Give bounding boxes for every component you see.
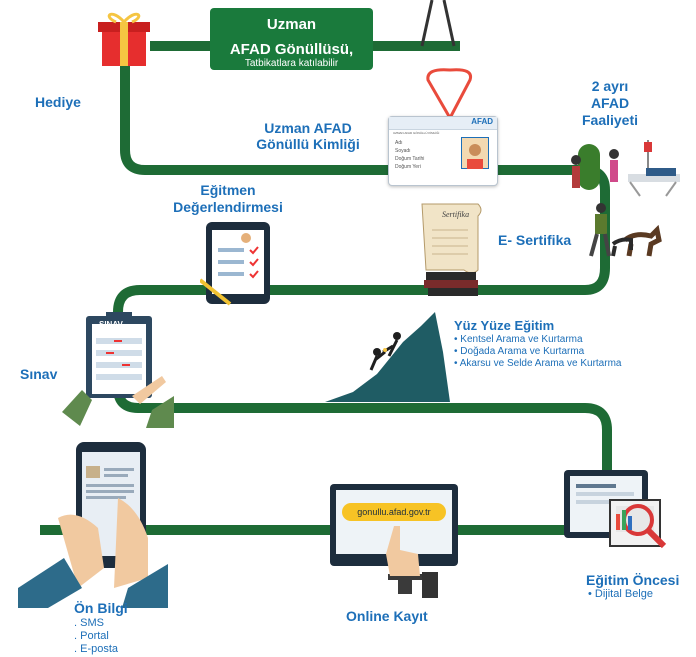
- clipboard-title: SINAV: [99, 320, 123, 329]
- lanyard-icon: [426, 68, 473, 122]
- certificate-scroll-text: Sertifika: [442, 210, 470, 219]
- mountain-rescue-icon: [325, 312, 450, 402]
- yuzyuze-item: • Akarsu ve Selde Arama ve Kurtarma: [454, 358, 622, 369]
- step-onbilgi-list: . SMS . Portal . E-posta: [74, 617, 118, 656]
- step-oncesi-list: • Dijital Belge: [588, 588, 653, 601]
- onbilgi-item: . Portal: [74, 630, 109, 642]
- step-oncesi-title: Eğitim Öncesi: [586, 572, 680, 588]
- card-brand: AFAD: [471, 117, 493, 126]
- step-kimlik-line1: Uzman AFAD: [264, 120, 352, 136]
- rescue-activity-icon: [571, 140, 680, 197]
- card-field-surname: Soyadı: [395, 148, 411, 154]
- step-faaliyet: 2 ayrı AFAD Faaliyeti: [574, 78, 646, 129]
- step-egitmen: Eğitmen Değerlendirmesi: [158, 182, 298, 216]
- step-egitmen-line2: Değerlendirmesi: [173, 199, 283, 215]
- oncesi-item: • Dijital Belge: [588, 588, 653, 600]
- step-faaliyet-line1: 2 ayrı: [591, 78, 629, 94]
- pointing-hand-icon: [386, 526, 438, 598]
- search-dog-team-icon: [589, 203, 662, 257]
- step-kimlik: Uzman AFAD Gönüllü Kimliği: [252, 120, 364, 152]
- banner-line1: Uzman: [266, 16, 317, 33]
- volunteer-id-card: AFAD UZMAN AFAD GÖNÜLLÜ KİMLİĞİ Adı Soya…: [388, 116, 498, 186]
- card-header: UZMAN AFAD GÖNÜLLÜ KİMLİĞİ: [393, 131, 440, 135]
- certificate-scroll-icon: [421, 203, 482, 296]
- phone-hands-icon: [18, 442, 168, 608]
- step-hediye: Hediye: [35, 94, 81, 110]
- exam-clipboard-icon: [62, 312, 174, 428]
- card-field-birthdate: Doğum Tarihi: [395, 156, 425, 162]
- step-sinav: Sınav: [20, 366, 58, 382]
- step-onbilgi-title: Ön Bilgi: [74, 600, 128, 616]
- expert-volunteer-banner: Uzman AFAD Gönüllüsü, Tatbikatlara katıl…: [210, 8, 373, 70]
- step-faaliyet-line3: Faaliyeti: [581, 112, 639, 128]
- onbilgi-item: . SMS: [74, 617, 104, 629]
- step-kayit: Online Kayıt: [346, 608, 428, 624]
- gift-icon: [98, 12, 150, 66]
- ladder-icon: [420, 0, 456, 47]
- step-faaliyet-line2: AFAD: [590, 95, 630, 111]
- step-yuzyuze-title: Yüz Yüze Eğitim: [454, 318, 555, 333]
- banner-line3: Tatbikatlara katılabilir: [244, 58, 339, 69]
- card-field-name: Adı: [395, 140, 403, 146]
- tablet-evaluation-icon: [200, 222, 270, 306]
- step-kimlik-line2: Gönüllü Kimliği: [256, 136, 360, 152]
- yuzyuze-item: • Kentsel Arama ve Kurtarma: [454, 334, 583, 345]
- card-field-birthplace: Doğum Yeri: [395, 164, 421, 170]
- card-photo-icon: [461, 137, 489, 169]
- url-bar: gonullu.afad.gov.tr: [342, 503, 446, 521]
- laptop-digital-doc-icon: [564, 470, 667, 549]
- step-sertifika: E- Sertifika: [498, 232, 572, 248]
- step-yuzyuze: Yüz Yüze Eğitim • Kentsel Arama ve Kurta…: [454, 318, 621, 370]
- step-egitmen-line1: Eğitmen: [200, 182, 256, 198]
- banner-line2: AFAD Gönüllüsü,: [229, 41, 354, 58]
- yuzyuze-item: • Doğada Arama ve Kurtarma: [454, 346, 585, 357]
- onbilgi-item: . E-posta: [74, 643, 119, 655]
